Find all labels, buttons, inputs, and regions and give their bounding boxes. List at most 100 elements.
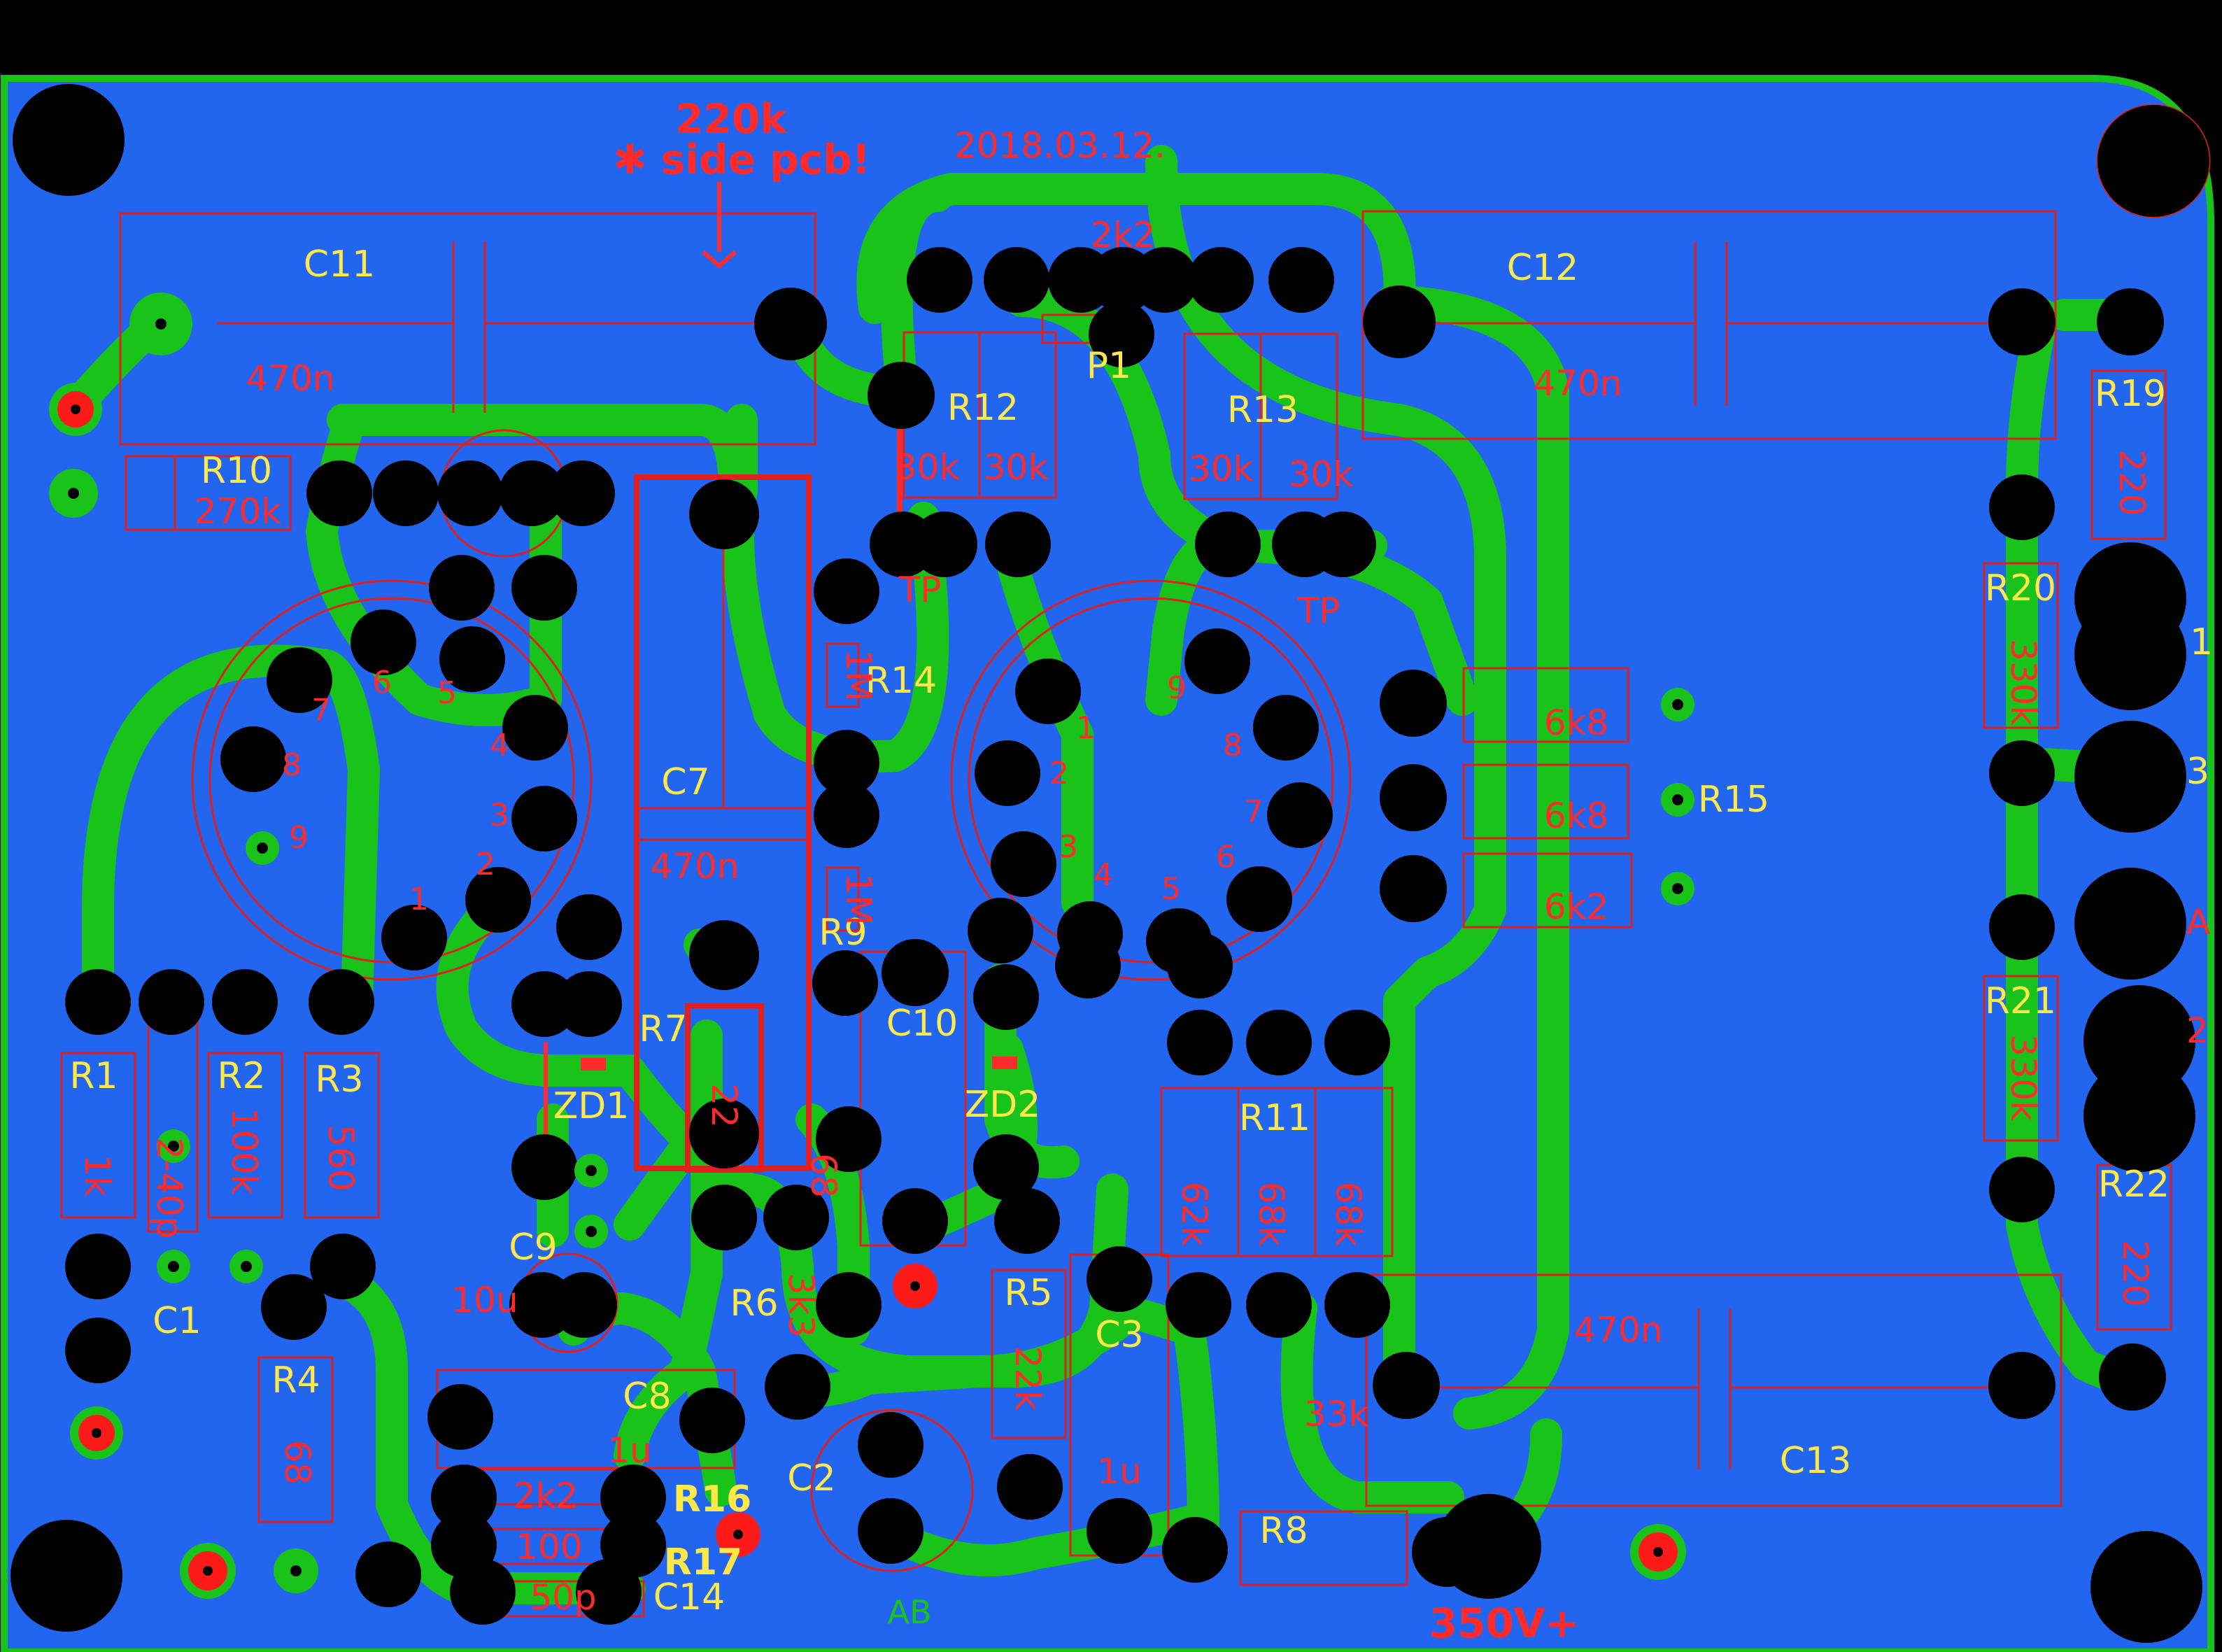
value-r5: 22k (1007, 1346, 1048, 1411)
designator-c2: C2 (787, 1457, 835, 1499)
pin-label: 2 (476, 847, 495, 882)
mounting-hole (2097, 105, 2209, 217)
value-r13b: 30k (1289, 454, 1354, 495)
r21-outline (1983, 975, 2059, 1142)
designator-c12: C12 (1507, 247, 1578, 289)
edge-label: 1 (2190, 621, 2213, 663)
value-r9: 1M (838, 873, 879, 926)
pin-label: 1 (409, 882, 429, 917)
value-r7: 22 (704, 1083, 744, 1128)
designator-r4: R4 (271, 1360, 320, 1402)
red-vias (49, 383, 1686, 1599)
designator-c7: C7 (661, 761, 709, 803)
designator-r13: R13 (1227, 389, 1298, 431)
edge-labels: 1 3 A 2 (2186, 621, 2213, 1051)
designator-r16: R16 (673, 1478, 751, 1520)
r1-outline (60, 1052, 136, 1219)
edge-label: 2 (2186, 1010, 2209, 1051)
value-r3: 560 (320, 1124, 361, 1191)
edge-label: 3 (2186, 751, 2209, 793)
vias (49, 292, 1694, 1593)
designator-zd2: ZD2 (965, 1084, 1041, 1126)
value-r2: 100k (224, 1108, 264, 1194)
value-c7: 470n (650, 846, 739, 887)
pin-label: 3 (490, 798, 509, 833)
designator-c14: C14 (653, 1576, 725, 1618)
value-c14: 50p (530, 1577, 596, 1618)
r15a-outline (1462, 667, 1629, 743)
designator-r5: R5 (1004, 1272, 1052, 1314)
value-r12b: 30k (984, 447, 1049, 488)
r7-outline (685, 1003, 764, 1173)
ab-label: AB (887, 1593, 931, 1631)
designator-r1: R1 (69, 1055, 118, 1097)
pin-label: 8 (1223, 728, 1243, 763)
r14-outline (826, 642, 860, 708)
pin-label: 5 (437, 675, 457, 711)
designator-r12: R12 (947, 387, 1019, 429)
pin-label: 6 (372, 665, 392, 700)
value-r8: 33k (1304, 1394, 1369, 1434)
zd1-cathode (581, 1058, 606, 1071)
tube-right-pins: 1 2 3 4 5 6 7 8 9 (1049, 670, 1264, 907)
value-c13: 470n (1573, 1310, 1662, 1350)
designator-r15: R15 (1698, 779, 1769, 821)
pin-label: 6 (1216, 840, 1236, 875)
zd2-cathode (992, 1057, 1017, 1069)
designator-r21: R21 (1985, 980, 2056, 1022)
testpoint-label: TP (898, 570, 942, 610)
designator-c11: C11 (304, 243, 375, 285)
pin-label: 9 (289, 820, 309, 856)
designator-zd1: ZD1 (553, 1085, 630, 1127)
value-r15c: 6k2 (1544, 887, 1609, 927)
r20-outline (1983, 562, 2059, 729)
designator-c9: C9 (509, 1227, 557, 1269)
designator-r22: R22 (2098, 1164, 2170, 1206)
pin-label: 1 (1076, 710, 1096, 746)
supply-label: 350V+ (1429, 1600, 1580, 1647)
value-r4: 68 (277, 1440, 318, 1485)
value-c9: 10u (451, 1280, 518, 1320)
designator-c10: C10 (886, 1003, 958, 1045)
value-c1: 2-40p (149, 1137, 190, 1238)
component-values: 470n 470n 470n 470n 10u 1u 1u 50p 270k 3… (77, 215, 2156, 1618)
designator-c8: C8 (623, 1376, 671, 1418)
tube-left-inner (208, 597, 575, 963)
tube-left-pins: 1 2 3 4 5 6 7 8 9 (282, 665, 509, 917)
testpoint-label: TP (1297, 591, 1340, 631)
value-r22: 220 (2115, 1240, 2156, 1306)
value-c10: 68 (803, 1153, 844, 1198)
r5-outline (991, 1269, 1067, 1439)
pin-label: 7 (1244, 794, 1264, 830)
note-value: 220k (675, 95, 788, 143)
value-r20: 330k (2003, 639, 2044, 726)
c13-outline (1365, 1273, 2062, 1507)
pin-label: 2 (1049, 756, 1069, 791)
designator-r7: R7 (639, 1008, 687, 1050)
pin-label: 7 (311, 693, 331, 728)
pads (10, 84, 2209, 1643)
value-r11a: 62k (1174, 1182, 1215, 1247)
designator-r3: R3 (315, 1059, 363, 1101)
value-r10: 270k (194, 491, 281, 532)
value-r6: 3k3 (781, 1273, 821, 1338)
c2-outline (810, 1409, 974, 1572)
r19-outline (2090, 369, 2167, 540)
designator-c13: C13 (1780, 1440, 1851, 1482)
value-r19: 220 (2111, 449, 2152, 516)
annotation-arrow (702, 182, 737, 269)
pin-label: 4 (490, 728, 509, 763)
r10-outline (125, 455, 292, 531)
r9-outline (826, 866, 860, 932)
r8-outline (1239, 1510, 1408, 1586)
value-r11c: 68k (1328, 1182, 1368, 1247)
value-r15b: 6k8 (1544, 796, 1609, 836)
value-c12: 470n (1533, 363, 1622, 404)
value-r13a: 30k (1189, 449, 1254, 489)
designator-r2: R2 (217, 1055, 265, 1097)
designator-r17: R17 (664, 1541, 742, 1583)
tube-right-outer (950, 579, 1352, 981)
mounting-hole (13, 84, 125, 196)
r4-outline (257, 1356, 334, 1523)
